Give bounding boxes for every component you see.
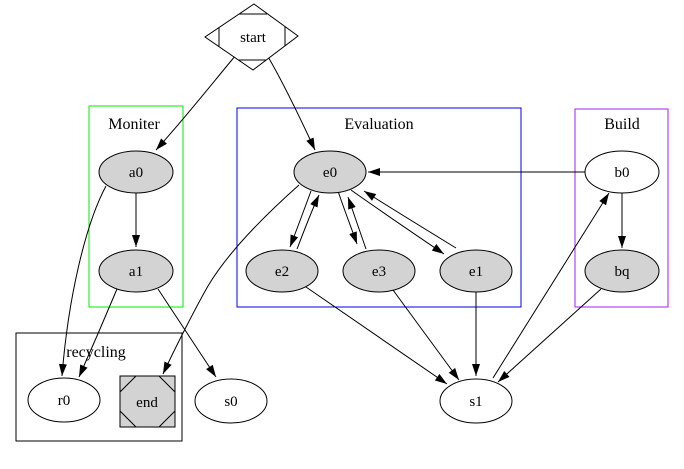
- node-a0-label: a0: [129, 165, 143, 181]
- edge-start-e0: [266, 54, 316, 151]
- msquare-bottomright-tick: [158, 410, 176, 428]
- node-e1: e1: [439, 249, 513, 293]
- msquare-topleft-tick: [119, 375, 137, 393]
- node-bq-shape: [584, 249, 660, 293]
- node-r0-label: r0: [58, 393, 71, 409]
- node-e2: e2: [245, 249, 319, 293]
- node-e3-label: e3: [372, 264, 386, 280]
- cluster-recycling-label: recycling: [66, 344, 126, 361]
- node-bq-label: bq: [615, 264, 631, 280]
- cluster-moniter-border: [88, 105, 184, 308]
- edge-e0-end: [162, 184, 300, 375]
- edge-e2-s1: [305, 286, 448, 385]
- edges-layer: [58, 54, 626, 385]
- node-end-shape: [119, 375, 176, 428]
- cluster-evaluation-border: [236, 107, 522, 308]
- node-e2-shape: [245, 249, 319, 293]
- node-s1: s1: [439, 378, 513, 424]
- edge-e0-e1: [350, 189, 445, 255]
- node-start: start: [204, 3, 299, 71]
- node-a0-shape: [98, 150, 174, 194]
- msquare-bottomleft-tick: [119, 410, 137, 428]
- node-e2-label: e2: [275, 264, 289, 280]
- node-e3-shape: [342, 249, 416, 293]
- node-s0-label: s0: [224, 394, 237, 410]
- edge-s1-b0: [492, 192, 610, 379]
- node-b0-label: b0: [615, 165, 630, 181]
- node-end-label: end: [136, 395, 158, 411]
- node-s0: s0: [194, 378, 268, 424]
- node-start-label: start: [240, 30, 267, 46]
- node-e1-shape: [439, 249, 513, 293]
- cluster-evaluation: Evaluation: [236, 107, 522, 308]
- node-start-shape: [204, 3, 299, 71]
- edge-e0-e3: [337, 190, 358, 245]
- edge-a1-r0: [78, 288, 118, 378]
- cluster-build-label: Build: [604, 116, 640, 133]
- cluster-recycling: recycling: [15, 332, 183, 442]
- node-r0-shape: [27, 377, 101, 423]
- msquare-topright-tick: [158, 375, 176, 393]
- cluster-moniter-label: Moniter: [108, 116, 160, 133]
- edge-bq-s1: [497, 288, 602, 383]
- edge-e0-e2: [289, 190, 312, 248]
- node-a1: a1: [98, 249, 174, 293]
- cluster-build: Build: [574, 108, 669, 308]
- node-e0-shape: [293, 150, 367, 194]
- node-s1-label: s1: [469, 394, 482, 410]
- node-s1-shape: [439, 378, 513, 424]
- node-a1-shape: [98, 249, 174, 293]
- cluster-moniter: Moniter: [88, 105, 184, 308]
- edge-e3-e0: [347, 196, 367, 250]
- cluster-evaluation-label: Evaluation: [344, 116, 413, 133]
- node-a0: a0: [98, 150, 174, 194]
- node-a1-label: a1: [129, 264, 143, 280]
- node-b0-shape: [584, 150, 660, 194]
- edge-a0-r0: [58, 185, 107, 377]
- node-e0-label: e0: [323, 165, 337, 181]
- node-end: end: [119, 375, 176, 428]
- edge-a1-s0: [157, 288, 217, 378]
- node-b0: b0: [584, 150, 660, 194]
- edge-e2-e0: [296, 194, 320, 250]
- edge-start-a0: [155, 54, 237, 151]
- node-e0: e0: [293, 150, 367, 194]
- cluster-build-border: [574, 108, 669, 308]
- node-e1-label: e1: [469, 264, 483, 280]
- edge-e1-e0: [363, 190, 457, 249]
- node-r0: r0: [27, 377, 101, 423]
- node-s0-shape: [194, 378, 268, 424]
- node-e3: e3: [342, 249, 416, 293]
- edge-e3-s1: [392, 289, 460, 381]
- cluster-recycling-border: [15, 332, 183, 442]
- node-bq: bq: [584, 249, 660, 293]
